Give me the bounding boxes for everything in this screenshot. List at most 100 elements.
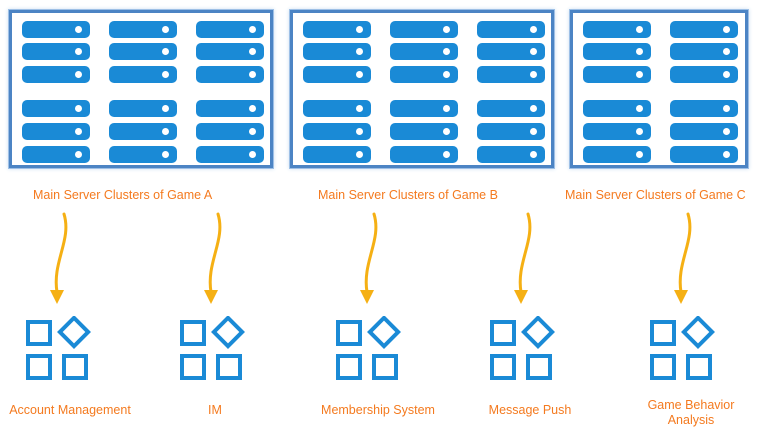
server-status-dot <box>723 128 730 135</box>
server-status-dot <box>723 48 730 55</box>
server-status-dot <box>636 26 643 33</box>
server-rack-icon <box>22 66 90 83</box>
server-status-dot <box>636 151 643 158</box>
square-shape-1 <box>336 320 362 346</box>
server-cluster-game-b <box>290 10 554 168</box>
server-rack-icon <box>477 21 545 38</box>
server-rack-icon <box>583 100 651 117</box>
server-status-dot <box>356 151 363 158</box>
server-rack-icon <box>109 146 177 163</box>
server-status-dot <box>443 105 450 112</box>
server-cluster-game-a <box>9 10 273 168</box>
server-rack-icon <box>303 123 371 140</box>
cluster-label-game-a: Main Server Clusters of Game A <box>33 188 213 202</box>
server-status-dot <box>249 48 256 55</box>
square-shape-3 <box>372 354 398 380</box>
service-label-account-management: Account Management <box>9 403 131 417</box>
server-rack-icon <box>196 123 264 140</box>
server-rack-icon <box>109 43 177 60</box>
server-rack-icon <box>477 100 545 117</box>
server-status-dot <box>356 105 363 112</box>
server-status-dot <box>443 128 450 135</box>
diamond-shape <box>211 316 245 349</box>
server-status-dot <box>530 26 537 33</box>
server-rack-icon <box>670 43 738 60</box>
server-rack-icon <box>22 146 90 163</box>
arrowhead-membership <box>360 290 374 304</box>
server-rack-icon <box>583 66 651 83</box>
server-rack-icon <box>390 21 458 38</box>
server-rack-icon <box>390 43 458 60</box>
square-shape-3 <box>686 354 712 380</box>
server-status-dot <box>162 48 169 55</box>
server-rack-icon <box>303 21 371 38</box>
server-rack-icon <box>109 123 177 140</box>
server-rack-icon <box>670 123 738 140</box>
service-label-game-behavior-line1: Game Behavior <box>647 398 735 412</box>
server-rack-icon <box>390 123 458 140</box>
cluster-label-game-c: Main Server Clusters of Game C <box>565 188 746 202</box>
server-status-dot <box>636 71 643 78</box>
arrowhead-account <box>50 290 64 304</box>
server-rack-icon <box>583 21 651 38</box>
square-shape-2 <box>650 354 676 380</box>
arrowhead-message-push <box>514 290 528 304</box>
server-status-dot <box>75 128 82 135</box>
arrow-c-to-behavior <box>678 212 692 294</box>
cluster-label-game-b: Main Server Clusters of Game B <box>318 188 498 202</box>
server-status-dot <box>530 71 537 78</box>
diamond-shape <box>57 316 91 349</box>
service-label-im: IM <box>208 403 222 417</box>
server-status-dot <box>249 105 256 112</box>
server-status-dot <box>443 26 450 33</box>
server-rack-icon <box>109 100 177 117</box>
server-status-dot <box>636 48 643 55</box>
square-shape-2 <box>180 354 206 380</box>
message-push-icon <box>490 316 555 380</box>
arrow-b-to-message-push <box>518 212 532 294</box>
server-status-dot <box>723 71 730 78</box>
service-label-message-push: Message Push <box>488 403 572 417</box>
arrow-b-to-membership <box>364 212 378 294</box>
server-rack-icon <box>22 21 90 38</box>
server-status-dot <box>249 71 256 78</box>
server-rack-icon <box>22 123 90 140</box>
server-rack-icon <box>670 21 738 38</box>
server-rack-icon <box>477 66 545 83</box>
server-status-dot <box>530 128 537 135</box>
server-status-dot <box>162 105 169 112</box>
account-management-icon <box>26 316 91 380</box>
server-rack-icon <box>583 43 651 60</box>
server-status-dot <box>75 26 82 33</box>
square-shape-2 <box>490 354 516 380</box>
server-rack-icon <box>109 66 177 83</box>
server-rack-icon <box>22 100 90 117</box>
server-status-dot <box>530 48 537 55</box>
im-icon <box>180 316 245 380</box>
square-shape-2 <box>26 354 52 380</box>
server-status-dot <box>723 26 730 33</box>
server-status-dot <box>162 151 169 158</box>
server-rack-icon <box>303 146 371 163</box>
server-rack-icon <box>477 43 545 60</box>
server-status-dot <box>162 128 169 135</box>
square-shape-3 <box>62 354 88 380</box>
service-label-membership-system: Membership System <box>321 403 435 417</box>
square-shape-1 <box>180 320 206 346</box>
server-rack-icon <box>303 43 371 60</box>
server-rack-icon <box>196 43 264 60</box>
square-shape-1 <box>490 320 516 346</box>
server-status-dot <box>75 151 82 158</box>
server-rack-icon <box>196 66 264 83</box>
square-shape-3 <box>216 354 242 380</box>
server-status-dot <box>162 26 169 33</box>
server-rack-icon <box>390 100 458 117</box>
server-status-dot <box>356 128 363 135</box>
server-status-dot <box>636 105 643 112</box>
server-status-dot <box>249 26 256 33</box>
server-rack-icon <box>670 100 738 117</box>
diamond-shape <box>521 316 555 349</box>
server-status-dot <box>723 151 730 158</box>
server-rack-icon <box>109 21 177 38</box>
square-shape-1 <box>26 320 52 346</box>
